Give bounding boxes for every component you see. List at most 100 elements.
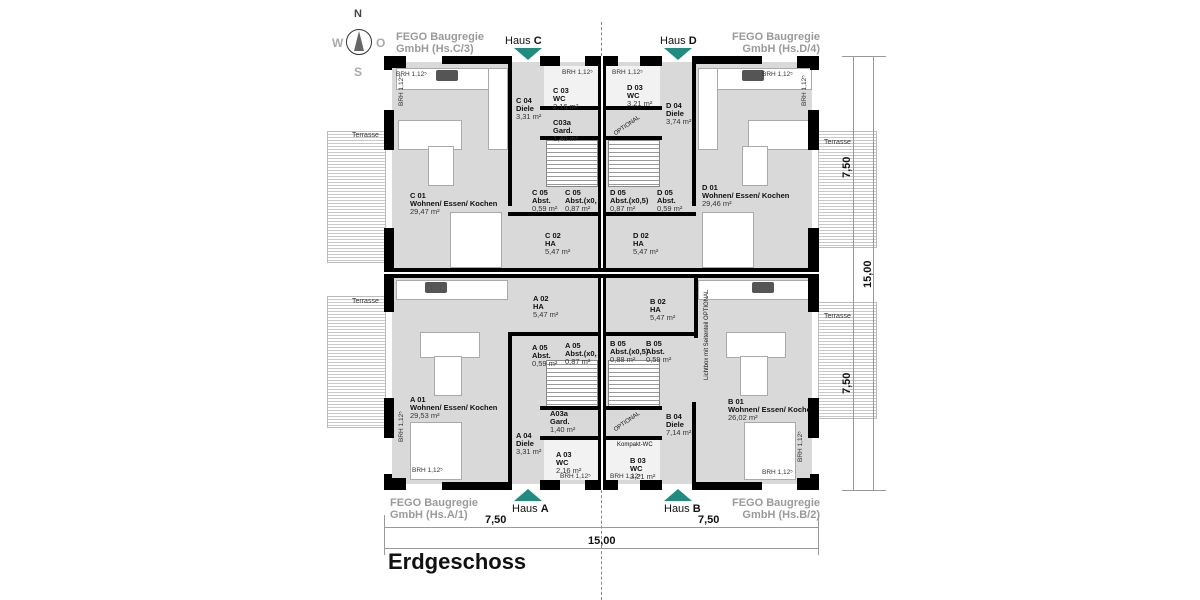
entrance-arrow-d-icon xyxy=(664,48,692,60)
dining-table-a xyxy=(434,356,462,396)
dimension-tick-bottom xyxy=(842,490,886,491)
wc-d xyxy=(606,66,660,106)
entrance-label-a: Haus A xyxy=(512,503,549,515)
wall-b-ha-side xyxy=(694,278,698,338)
sofa-c xyxy=(450,212,502,268)
wall-a-gard xyxy=(540,406,598,410)
terrace-d xyxy=(818,131,877,248)
entrance-label-c: Haus C xyxy=(505,35,542,47)
brh-c-wc: BRH 1,12⁵ xyxy=(562,69,593,76)
wall-left-2 xyxy=(384,110,394,150)
kitchen-island-a xyxy=(420,332,480,358)
wall-right-4 xyxy=(808,398,819,438)
center-axis-line xyxy=(601,22,602,56)
wall-d-wc xyxy=(606,106,662,110)
wall-b-hall xyxy=(692,402,696,490)
kitchen-island-b xyxy=(726,332,786,358)
compass-needle-icon xyxy=(354,31,364,51)
wall-left-5 xyxy=(384,474,392,490)
entrance-arrow-a-icon xyxy=(514,489,542,501)
wc-c xyxy=(544,66,598,106)
compass-west: W xyxy=(332,36,344,50)
terrace-label-a: Terrasse xyxy=(352,298,379,305)
dimension-right-total: 15,00 xyxy=(862,260,874,288)
staircase-c xyxy=(546,140,598,187)
sink-a-icon xyxy=(425,282,447,293)
compass-east: O xyxy=(376,36,386,50)
wall-a-ha xyxy=(508,332,600,336)
brh-d-side: BRH 1,12⁵ xyxy=(801,75,808,106)
wall-top-d-wc xyxy=(640,56,662,66)
dimension-bottom-total: 15,00 xyxy=(588,535,616,547)
wall-c-hall xyxy=(508,56,512,206)
wall-right-5 xyxy=(810,474,819,490)
staircase-d xyxy=(608,140,660,187)
terrace-c xyxy=(327,131,386,263)
wall-d-ha xyxy=(606,212,696,216)
sofa-a xyxy=(410,422,462,480)
dimension-tick-right xyxy=(818,515,819,555)
dimension-line-bottom-2 xyxy=(384,548,818,549)
entrance-arrow-b-icon xyxy=(664,489,692,501)
brh-b-wc: BRH 1,12⁵ xyxy=(610,473,641,480)
brh-d-wc: BRH 1,12⁵ xyxy=(612,69,643,76)
dimension-line-bottom-1 xyxy=(384,527,818,528)
brh-a-side: BRH 1,12⁵ xyxy=(398,411,405,442)
entrance-label-d: Haus D xyxy=(660,35,697,47)
wall-b-ha xyxy=(606,332,696,336)
wall-a-wc xyxy=(540,436,598,440)
dimension-bottom-left: 7,50 xyxy=(485,514,507,526)
brh-b-bottom: BRH 1,12⁵ xyxy=(762,469,793,476)
brh-c-side: BRH 1,12⁵ xyxy=(398,75,405,106)
wall-a-hall xyxy=(508,336,512,490)
brh-d-top: BRH 1,12⁵ xyxy=(762,71,793,78)
terrace-a xyxy=(327,296,386,428)
dimension-right-bottom: 7,50 xyxy=(841,372,853,394)
staircase-b xyxy=(608,360,660,407)
compass: N W O S xyxy=(330,8,390,80)
compass-north: N xyxy=(354,8,362,20)
wall-d-hall xyxy=(692,56,696,206)
wall-bottom-left-2 xyxy=(442,482,510,490)
brh-b-side: BRH 1,12⁵ xyxy=(797,431,804,462)
floor-title: Erdgeschoss xyxy=(388,549,527,574)
kitchen-counter-a xyxy=(396,280,508,300)
wall-top-c-wc xyxy=(540,56,560,66)
center-axis-line-bottom xyxy=(601,490,602,600)
dimension-tick-top xyxy=(842,56,886,57)
kitchen-island-d xyxy=(748,120,812,150)
wall-left-1 xyxy=(384,56,392,70)
dimension-right-top: 7,50 xyxy=(841,156,853,178)
wall-bottom-b-wc xyxy=(640,480,662,490)
wall-right-1 xyxy=(810,56,819,70)
sink-c-icon xyxy=(436,70,458,81)
compass-south: S xyxy=(354,65,363,79)
wall-c-wc xyxy=(540,106,598,110)
wall-center-horizontal-gap xyxy=(384,272,819,274)
terrace-label-b: Terrasse xyxy=(824,313,851,320)
wall-top-left-2 xyxy=(442,56,510,64)
entrance-label-b: Haus B xyxy=(664,503,701,515)
brh-a-bottom: BRH 1,12⁵ xyxy=(412,467,443,474)
brh-c-top: BRH 1,12⁵ xyxy=(396,71,427,78)
compass-circle-icon xyxy=(346,29,372,55)
dimension-tick-left xyxy=(384,515,385,555)
